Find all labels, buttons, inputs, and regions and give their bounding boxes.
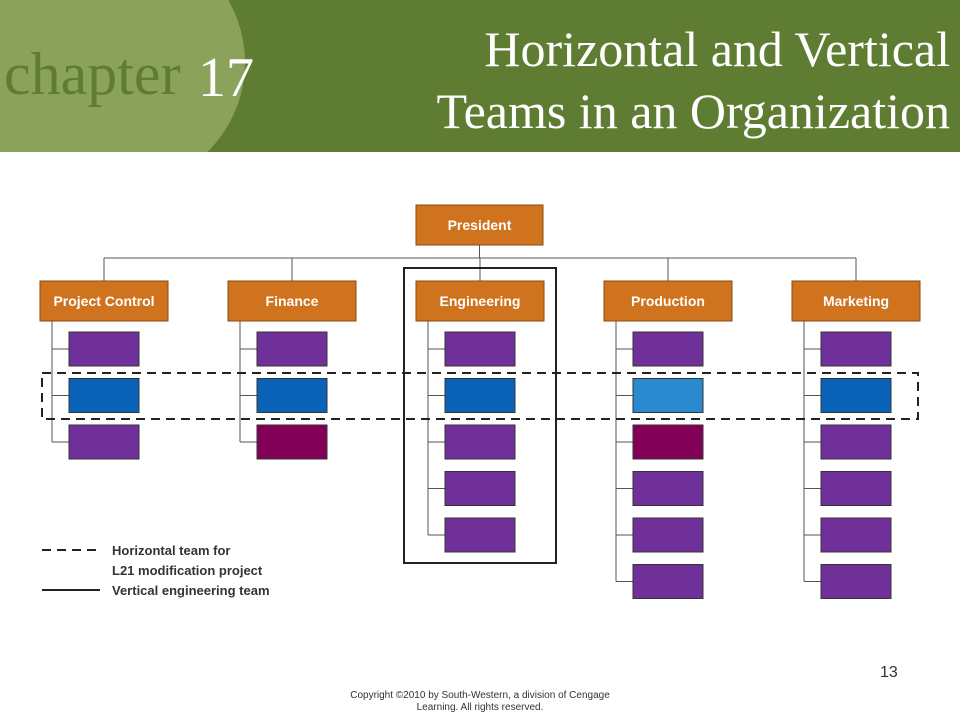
unit-box-finance-2 — [256, 378, 328, 413]
unit-box-production-5 — [632, 517, 704, 553]
copyright-line-2: Learning. All rights reserved. — [416, 702, 544, 713]
unit-box-project-control-1 — [68, 331, 140, 367]
unit-box-finance-1 — [256, 331, 328, 367]
legend: Horizontal team for L21 modification pro… — [42, 543, 270, 598]
chapter-number: 17 — [198, 47, 254, 109]
vertical-engineering-team-outline — [403, 267, 557, 564]
president-box — [415, 204, 544, 246]
unit-box-engineering-1 — [444, 331, 516, 367]
copyright-line-1: Copyright ©2010 by South-Western, a divi… — [350, 690, 610, 701]
unit-box-production-1 — [632, 331, 704, 367]
slide-title: Horizontal and Vertical Teams in an Orga… — [437, 18, 950, 142]
org-chart-units — [68, 331, 892, 599]
department-boxes: Project Control Finance Engineering Product… — [39, 280, 921, 322]
unit-box-production-4 — [632, 471, 704, 506]
horizontal-team-outline — [41, 372, 919, 420]
president-label: President — [448, 217, 512, 233]
president-group: President — [415, 204, 544, 246]
slide-header: chapter 17 Horizontal and Vertical Teams… — [0, 0, 960, 152]
chapter-badge — [0, 0, 245, 152]
legend-horizontal-label-2: L21 modification project — [112, 563, 263, 578]
chapter-label: chapter — [4, 41, 181, 107]
dept-label-production: Production — [631, 293, 705, 309]
dept-label-project-control: Project Control — [53, 293, 154, 309]
copyright-notice: Copyright ©2010 by South-Western, a divi… — [320, 690, 640, 714]
unit-box-production-3 — [632, 424, 704, 460]
slide-title-line-2: Teams in an Organization — [436, 83, 950, 139]
unit-box-project-control-3 — [68, 424, 140, 460]
unit-box-engineering-2 — [444, 378, 516, 413]
dept-box-project-control — [39, 280, 169, 322]
legend-vertical-label: Vertical engineering team — [112, 583, 270, 598]
page-number: 13 — [880, 664, 898, 681]
dept-box-finance — [227, 280, 357, 322]
unit-box-engineering-3 — [444, 424, 516, 460]
unit-box-marketing-5 — [820, 517, 892, 553]
dept-box-production — [603, 280, 733, 322]
dept-label-finance: Finance — [266, 293, 319, 309]
org-chart-connectors — [51, 245, 857, 582]
unit-box-marketing-4 — [820, 471, 892, 506]
dept-box-engineering — [415, 280, 545, 322]
dept-label-engineering: Engineering — [440, 293, 521, 309]
unit-box-marketing-1 — [820, 331, 892, 367]
dept-label-marketing: Marketing — [823, 293, 889, 309]
unit-box-engineering-5 — [444, 517, 516, 553]
unit-box-finance-3 — [256, 424, 328, 460]
unit-box-marketing-3 — [820, 424, 892, 460]
unit-box-marketing-6 — [820, 564, 892, 599]
dept-box-marketing — [791, 280, 921, 322]
unit-box-project-control-2 — [68, 378, 140, 413]
unit-box-marketing-2 — [820, 378, 892, 413]
legend-horizontal-label-1: Horizontal team for — [112, 543, 230, 558]
unit-box-production-2 — [632, 378, 704, 413]
slide-title-line-1: Horizontal and Vertical — [484, 21, 950, 77]
unit-box-engineering-4 — [444, 471, 516, 506]
unit-box-production-6 — [632, 564, 704, 599]
